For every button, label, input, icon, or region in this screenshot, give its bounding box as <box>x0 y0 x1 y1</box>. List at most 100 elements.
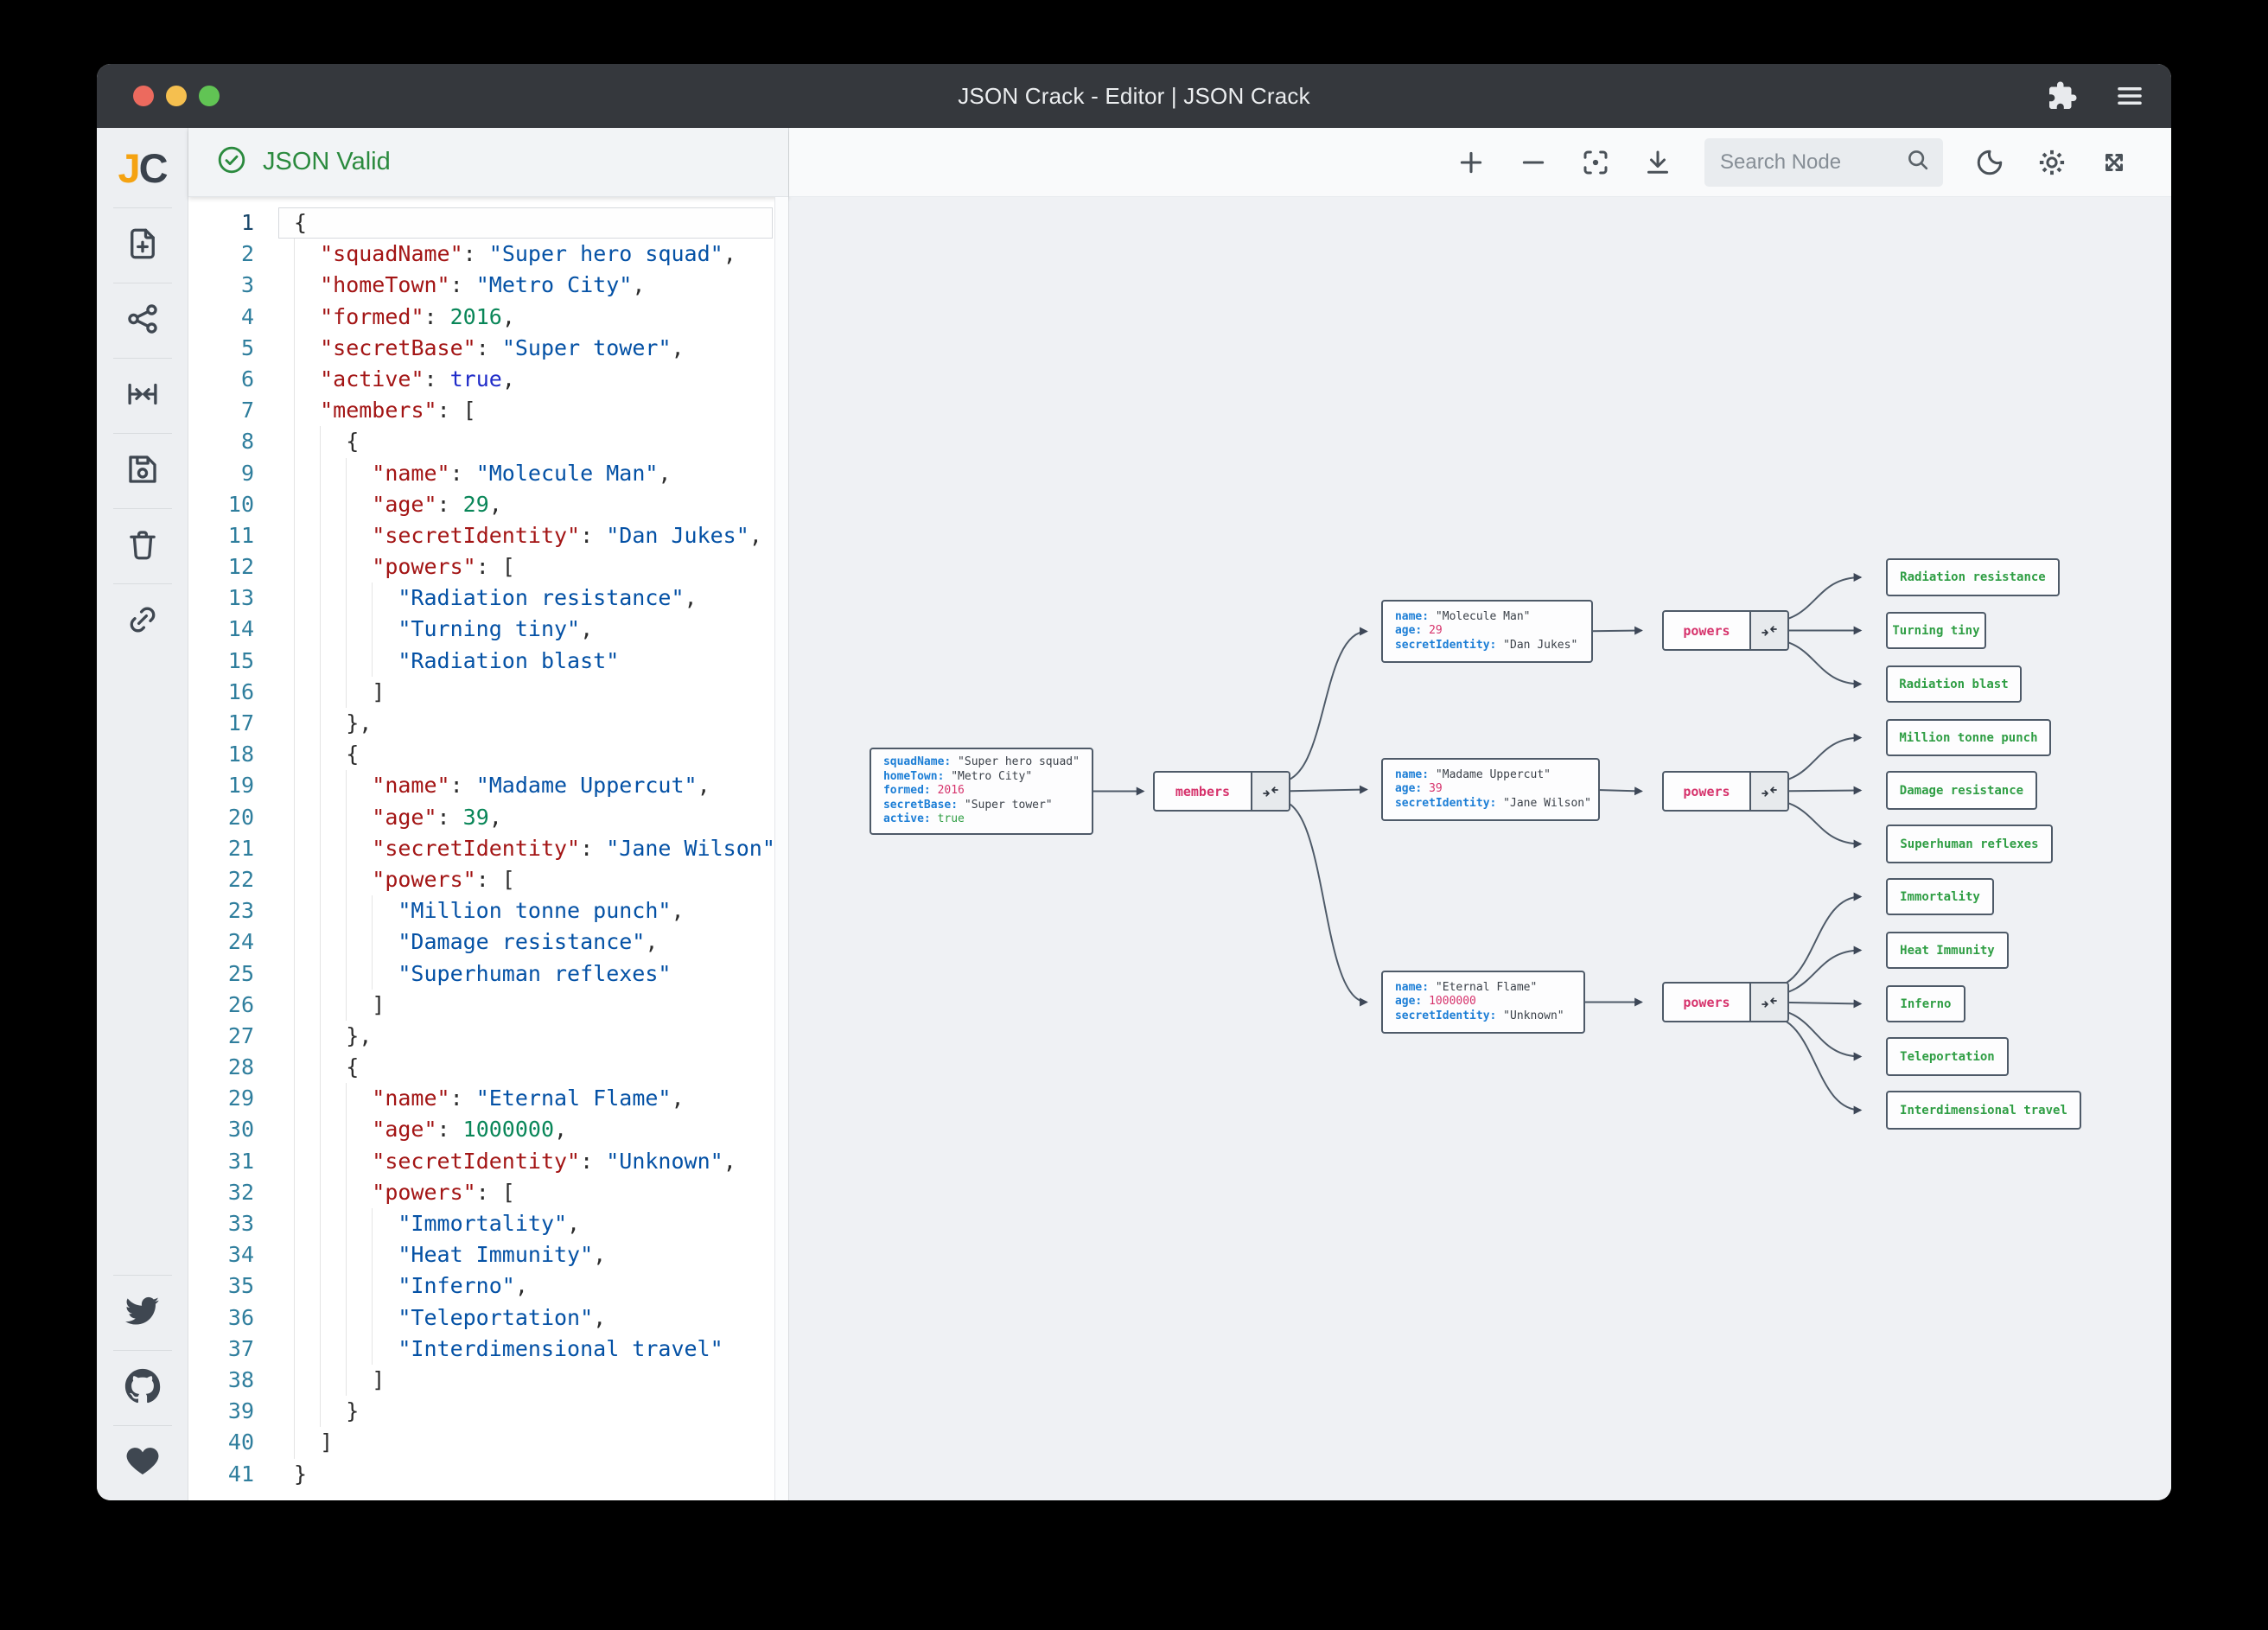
leaf-node[interactable]: Radiation blast <box>1885 665 2022 703</box>
code-line[interactable]: 4"formed": 2016, <box>188 301 788 333</box>
code-line[interactable]: 20"age": 39, <box>188 801 788 833</box>
share-link-button[interactable] <box>97 584 188 659</box>
code-line[interactable]: 25"Superhuman reflexes" <box>188 958 788 990</box>
code-line[interactable]: 9"name": "Molecule Man", <box>188 457 788 489</box>
code-line[interactable]: 37"Interdimensional travel" <box>188 1333 788 1365</box>
code-editor[interactable]: 1{2"squadName": "Super hero squad",3"hom… <box>188 197 788 1500</box>
indent-guide <box>320 863 346 896</box>
code-line[interactable]: 14"Turning tiny", <box>188 614 788 646</box>
indent-guide <box>320 676 346 708</box>
fullscreen-icon[interactable] <box>2099 147 2130 178</box>
leaf-node[interactable]: Radiation resistance <box>1885 558 2060 596</box>
code-line[interactable]: 36"Teleportation", <box>188 1302 788 1334</box>
code-line[interactable]: 23"Million tonne punch", <box>188 895 788 927</box>
code-line[interactable]: 30"age": 1000000, <box>188 1114 788 1146</box>
code-line[interactable]: 16] <box>188 676 788 708</box>
collapse-node-icon[interactable] <box>1749 773 1787 810</box>
code-line[interactable]: 35"Inferno", <box>188 1270 788 1302</box>
minimize-button[interactable] <box>166 86 187 106</box>
code-line[interactable]: 33"Immortality", <box>188 1208 788 1240</box>
settings-icon[interactable] <box>2036 147 2067 178</box>
root-node[interactable]: squadName: "Super hero squad"homeTown: "… <box>869 748 1093 835</box>
code-line[interactable]: 32"powers": [ <box>188 1176 788 1208</box>
code-line-content: ] <box>254 989 385 1021</box>
powers-node[interactable]: powers <box>1661 771 1789 812</box>
code-line[interactable]: 40] <box>188 1427 788 1459</box>
save-icon <box>124 451 161 492</box>
leaf-node[interactable]: Immortality <box>1885 878 1994 915</box>
new-file-button[interactable] <box>97 208 188 283</box>
app-logo[interactable]: JC <box>97 128 188 207</box>
indent-guide <box>320 614 346 646</box>
code-line[interactable]: 3"homeTown": "Metro City", <box>188 270 788 302</box>
leaf-node[interactable]: Interdimensional travel <box>1885 1091 2081 1130</box>
powers-node[interactable]: powers <box>1661 982 1789 1022</box>
collapse-node-icon[interactable] <box>1749 984 1787 1021</box>
code-line[interactable]: 13"Radiation resistance", <box>188 583 788 614</box>
leaf-node[interactable]: Inferno <box>1885 985 1965 1022</box>
code-line[interactable]: 31"secretIdentity": "Unknown", <box>188 1145 788 1177</box>
download-icon[interactable] <box>1642 147 1673 178</box>
code-line[interactable]: 15"Radiation blast" <box>188 645 788 677</box>
code-line[interactable]: 24"Damage resistance", <box>188 926 788 958</box>
code-line[interactable]: 12"powers": [ <box>188 551 788 583</box>
code-line[interactable]: 18{ <box>188 739 788 771</box>
code-line[interactable]: 21"secretIdentity": "Jane Wilson", <box>188 832 788 864</box>
code-line[interactable]: 17}, <box>188 708 788 740</box>
code-line[interactable]: 2"squadName": "Super hero squad", <box>188 239 788 271</box>
twitter-link[interactable] <box>97 1276 188 1350</box>
code-line[interactable]: 34"Heat Immunity", <box>188 1239 788 1271</box>
delete-button[interactable] <box>97 509 188 583</box>
code-line[interactable]: 8{ <box>188 426 788 458</box>
leaf-node[interactable]: Turning tiny <box>1885 612 1986 649</box>
code-line[interactable]: 26] <box>188 989 788 1021</box>
code-line[interactable]: 28{ <box>188 1052 788 1084</box>
code-line[interactable]: 11"secretIdentity": "Dan Jukes", <box>188 519 788 552</box>
search-node-input[interactable] <box>1720 150 1896 175</box>
save-button[interactable] <box>97 434 188 508</box>
zoom-button[interactable] <box>199 86 220 106</box>
collapse-node-icon[interactable] <box>1749 612 1787 649</box>
search-icon[interactable] <box>1905 147 1931 177</box>
code-line[interactable]: 27}, <box>188 1020 788 1053</box>
code-line[interactable]: 29"name": "Eternal Flame", <box>188 1083 788 1115</box>
line-number: 20 <box>227 804 254 830</box>
code-line[interactable]: 1{ <box>188 207 788 239</box>
members-node[interactable]: members <box>1152 771 1290 812</box>
code-line[interactable]: 7"members": [ <box>188 395 788 427</box>
code-line[interactable]: 10"age": 29, <box>188 488 788 520</box>
menu-icon[interactable] <box>2114 80 2145 111</box>
graph-view-button[interactable] <box>97 283 188 358</box>
leaf-node[interactable]: Superhuman reflexes <box>1885 825 2053 863</box>
graph-panel[interactable]: squadName: "Super hero squad"homeTown: "… <box>788 128 2171 1500</box>
code-line[interactable]: 5"secretBase": "Super tower", <box>188 332 788 364</box>
dark-mode-icon[interactable] <box>1974 147 2005 178</box>
sponsor-link[interactable] <box>97 1426 188 1500</box>
editor-scrollbar[interactable] <box>774 197 788 1500</box>
code-line[interactable]: 38] <box>188 1364 788 1397</box>
code-token: "powers" <box>372 1179 476 1205</box>
zoom-in-icon[interactable] <box>1456 147 1487 178</box>
node-field: homeTown: "Metro City" <box>882 769 1033 783</box>
zoom-out-icon[interactable] <box>1518 147 1549 178</box>
code-line[interactable]: 39} <box>188 1396 788 1428</box>
github-link[interactable] <box>97 1351 188 1425</box>
code-line[interactable]: 19"name": "Madame Uppercut", <box>188 770 788 802</box>
collapse-node-icon[interactable] <box>1250 773 1289 810</box>
code-line[interactable]: 41} <box>188 1459 788 1490</box>
extension-puzzle-icon[interactable] <box>2047 80 2078 111</box>
powers-node[interactable]: powers <box>1661 610 1789 651</box>
leaf-node[interactable]: Million tonne punch <box>1885 719 2051 756</box>
line-number: 7 <box>240 398 254 423</box>
close-button[interactable] <box>133 86 154 106</box>
code-line[interactable]: 6"active": true, <box>188 363 788 396</box>
center-focus-icon[interactable] <box>1580 147 1611 178</box>
leaf-node[interactable]: Heat Immunity <box>1885 932 2009 969</box>
leaf-node[interactable]: Damage resistance <box>1885 771 2037 810</box>
code-line[interactable]: 22"powers": [ <box>188 863 788 896</box>
leaf-node[interactable]: Teleportation <box>1885 1037 2009 1076</box>
collapse-nodes-button[interactable] <box>97 359 188 433</box>
